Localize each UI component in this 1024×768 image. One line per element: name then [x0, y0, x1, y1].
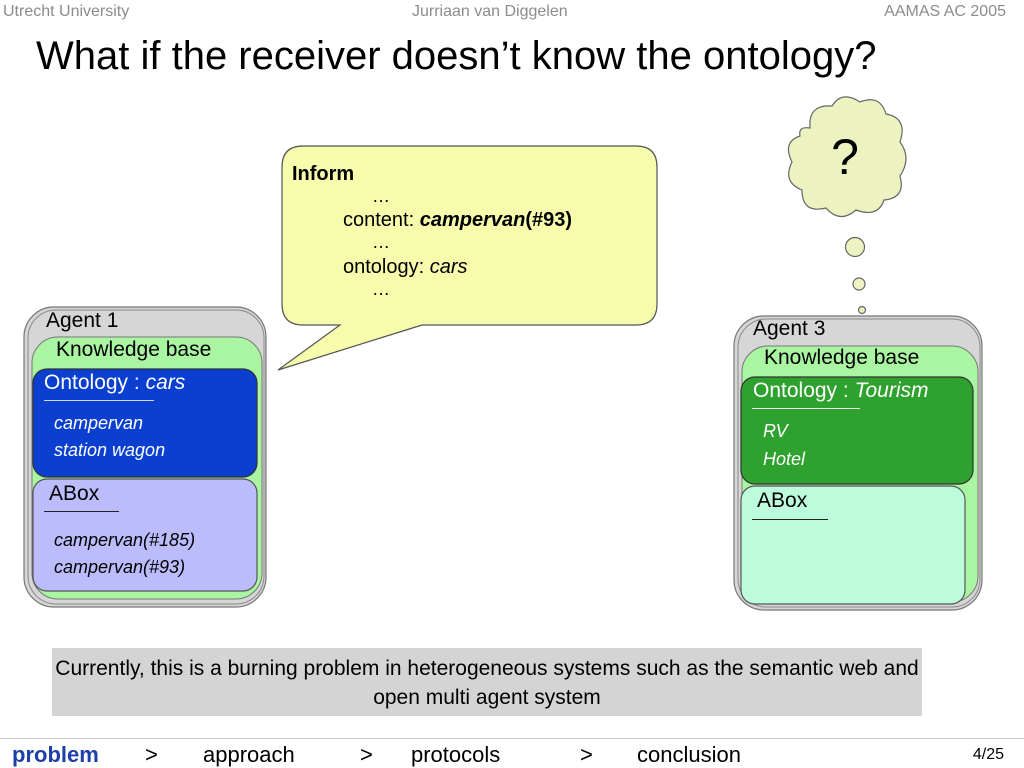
- agent3-concept: Hotel: [763, 449, 806, 469]
- question-mark: ?: [831, 129, 859, 185]
- message-ontology-line: ontology: cars: [343, 256, 468, 279]
- agent3-abox-label: ABox: [757, 489, 808, 512]
- agent1-kb-label: Knowledge base: [56, 338, 212, 361]
- agent3-panel-shape: [733, 315, 983, 611]
- thought-cloud: [787, 96, 907, 315]
- agent1-ontology-heading: Ontology : cars: [44, 371, 185, 395]
- agent1-label: Agent 1: [46, 309, 119, 332]
- agent1-assertion: campervan(#93): [54, 557, 186, 577]
- agent1-concept: station wagon: [54, 440, 166, 460]
- agent1-panel-shape: [23, 306, 267, 608]
- message-content-label: content:: [343, 209, 420, 231]
- nav-problem[interactable]: problem: [12, 742, 99, 767]
- nav-separator: >: [360, 742, 373, 767]
- header-author: Jurriaan van Diggelen: [412, 3, 568, 20]
- footer-divider: [0, 738, 1024, 739]
- agent3-abox-underline: [752, 519, 828, 520]
- agent1-concept: campervan: [54, 413, 144, 433]
- agent3-ontology-name: Tourism: [854, 379, 929, 402]
- message-ellipsis-2: …: [372, 232, 390, 252]
- message-content-line: content: campervan(#93): [343, 209, 572, 232]
- agent1-ontology-name: cars: [145, 371, 186, 394]
- page-number: 4/25: [972, 746, 1004, 763]
- message-ellipsis-1: …: [372, 186, 390, 206]
- message-ellipsis-3: …: [372, 279, 390, 299]
- agent3-ontology-heading: Ontology : Tourism: [753, 379, 928, 403]
- agent1-abox-underline: [44, 511, 119, 512]
- header-institution: Utrecht University: [3, 3, 130, 20]
- agent1-abox-label: ABox: [49, 482, 100, 505]
- problem-note: Currently, this is a burning problem in …: [52, 648, 922, 716]
- header-conference: AAMAS AC 2005: [884, 3, 1006, 20]
- agent1-ontology-underline: [44, 400, 154, 401]
- nav-separator: >: [580, 742, 593, 767]
- message-ontology-label: ontology:: [343, 256, 430, 278]
- nav-separator: >: [145, 742, 158, 767]
- agent3-concept: RV: [763, 421, 788, 441]
- agent1-assertion: campervan(#185): [54, 530, 196, 550]
- message-content-value: campervan: [419, 209, 526, 231]
- nav-approach[interactable]: approach: [203, 742, 295, 767]
- agent3-kb-label: Knowledge base: [764, 346, 920, 369]
- slide-title: What if the receiver doesn’t know the on…: [36, 34, 877, 78]
- message-ontology-value: cars: [429, 256, 468, 278]
- message-performative: Inform: [292, 163, 355, 185]
- nav-conclusion[interactable]: conclusion: [637, 742, 741, 767]
- agent3-ontology-underline: [752, 408, 860, 409]
- agent1-ontology-label: Ontology :: [44, 371, 146, 394]
- agent3-ontology-label: Ontology :: [753, 379, 855, 402]
- nav-protocols[interactable]: protocols: [411, 742, 501, 767]
- message-content-id: (#93): [525, 209, 573, 231]
- agent3-label: Agent 3: [753, 317, 826, 340]
